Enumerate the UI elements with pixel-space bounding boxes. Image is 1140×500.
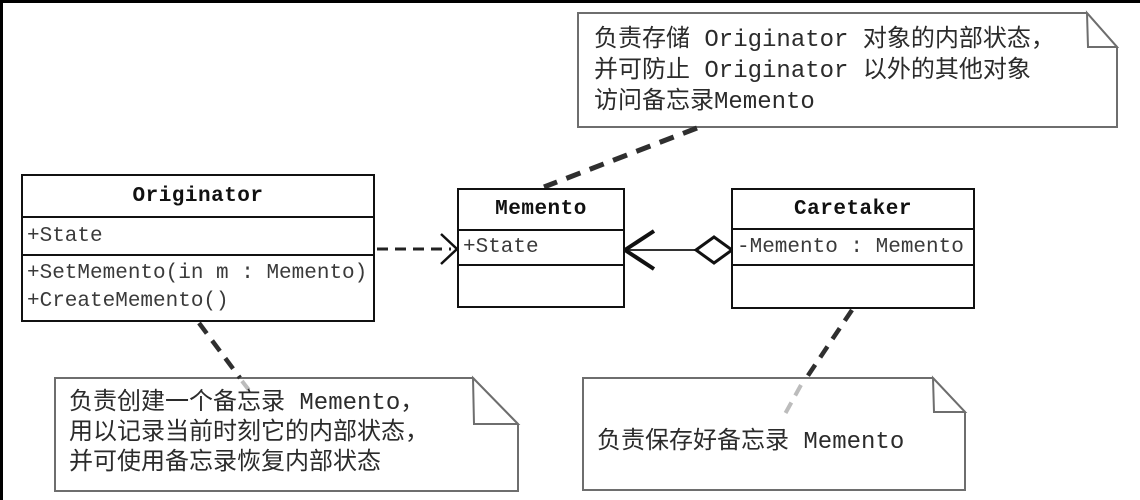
note-memento-text: 负责存储 Originator 对象的内部状态， 并可防止 Originator… bbox=[594, 25, 1055, 118]
class-methods-compartment bbox=[459, 266, 623, 306]
class-title: Originator bbox=[23, 176, 373, 218]
class-box-originator: Originator +State +SetMemento(in m : Mem… bbox=[21, 174, 375, 322]
note-fold-corner bbox=[1085, 10, 1120, 48]
note-line: 并可使用备忘录恢复内部状态 bbox=[69, 450, 381, 477]
note-memento-connector bbox=[543, 125, 698, 190]
aggregation-diamond bbox=[693, 235, 735, 265]
class-attribute: +State bbox=[23, 218, 373, 256]
class-attribute: -Memento : Memento bbox=[733, 230, 973, 266]
class-box-caretaker: Caretaker -Memento : Memento bbox=[731, 188, 975, 309]
note-memento-shape bbox=[577, 10, 1120, 128]
class-box-memento: Memento +State bbox=[457, 188, 625, 308]
note-fold-corner bbox=[471, 375, 521, 425]
class-method: +SetMemento(in m : Memento) bbox=[27, 262, 368, 285]
aggregation-open-arrowhead bbox=[621, 229, 656, 271]
note-line: 并可防止 Originator 以外的其他对象 bbox=[594, 58, 1031, 85]
class-method: +CreateMemento() bbox=[27, 290, 229, 313]
note-fold-corner bbox=[931, 375, 968, 413]
note-originator-shape bbox=[54, 375, 521, 492]
note-line: 负责创建一个备忘录 Memento， bbox=[69, 390, 425, 417]
note-caretaker-connector bbox=[805, 308, 854, 379]
note-caretaker-text: 负责保存好备忘录 Memento bbox=[597, 427, 904, 458]
note-line: 负责保存好备忘录 Memento bbox=[597, 429, 905, 456]
note-originator-connector-faded bbox=[240, 379, 254, 396]
class-title: Caretaker bbox=[733, 190, 973, 230]
class-methods-compartment: +SetMemento(in m : Memento) +CreateMemen… bbox=[23, 256, 373, 320]
note-originator-text: 负责创建一个备忘录 Memento， 用以记录当前时刻它的内部状态， 并可使用备… bbox=[69, 389, 429, 479]
note-originator-connector bbox=[197, 321, 242, 380]
class-title: Memento bbox=[459, 190, 623, 231]
note-caretaker-connector-faded bbox=[783, 384, 803, 415]
note-line: 负责存储 Originator 对象的内部状态， bbox=[594, 27, 1055, 54]
note-caretaker-shape bbox=[582, 375, 968, 491]
class-attribute: +State bbox=[459, 231, 623, 266]
note-line: 访问备忘录Memento bbox=[594, 89, 815, 116]
class-methods-compartment bbox=[733, 266, 973, 307]
note-line: 用以记录当前时刻它的内部状态， bbox=[69, 420, 429, 447]
